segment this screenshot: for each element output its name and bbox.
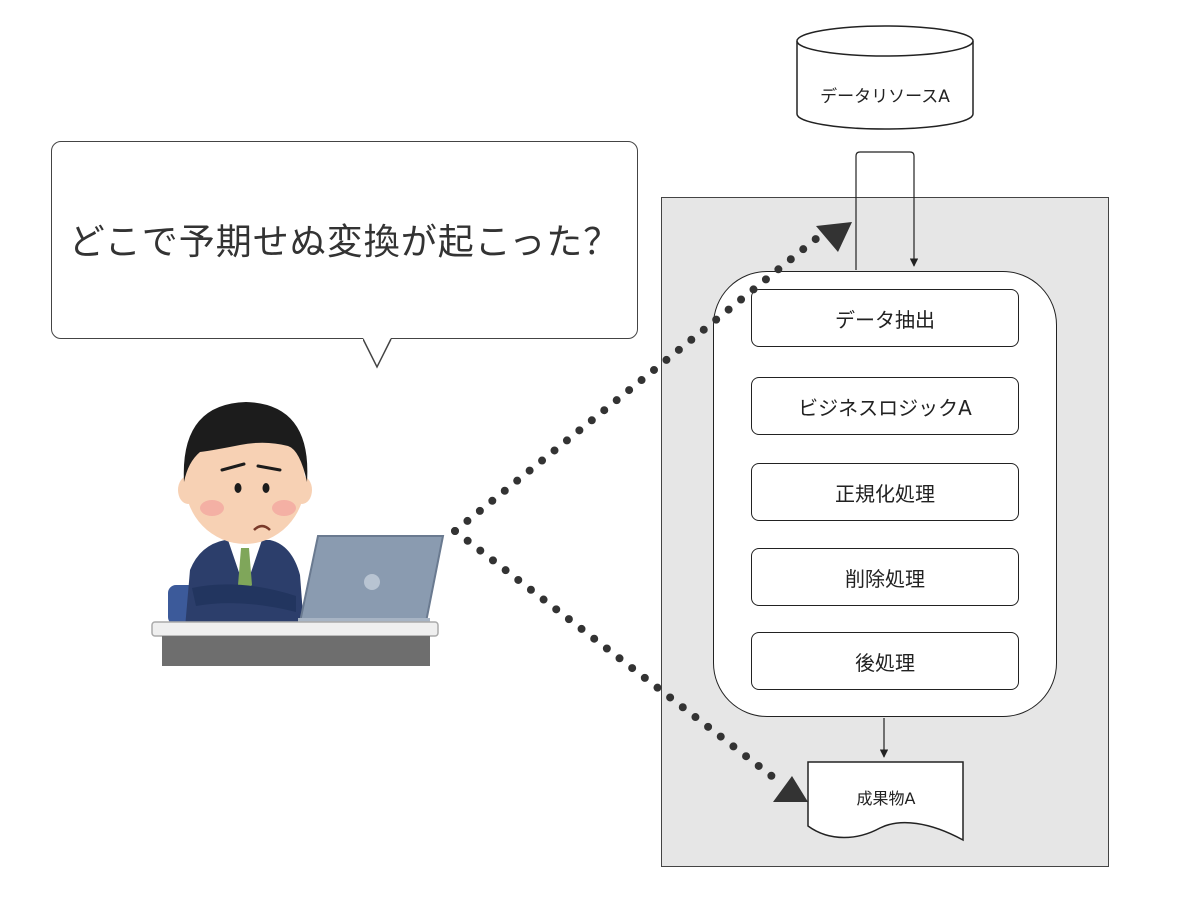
dotted-arrow-up <box>451 222 852 535</box>
step-label: 削除処理 <box>845 566 925 591</box>
speech-bubble-tail <box>363 338 392 369</box>
step-post-processing: 後処理 <box>751 632 1019 690</box>
step-label: ビジネスロジックA <box>798 395 972 420</box>
step-deletion: 削除処理 <box>751 548 1019 606</box>
step-business-logic: ビジネスロジックA <box>751 377 1019 435</box>
dotted-arrow-down <box>451 527 808 802</box>
worried-office-worker-icon <box>151 402 445 666</box>
data-source-label: データリソースA <box>820 87 950 107</box>
database-cylinder-icon <box>796 25 974 130</box>
step-label: データ抽出 <box>835 307 935 332</box>
step-normalization: 正規化処理 <box>751 463 1019 521</box>
speech-text: どこで予期せぬ変換が起こった？ <box>68 222 621 263</box>
step-label: 正規化処理 <box>835 481 935 506</box>
speech-bubble: どこで予期せぬ変換が起こった？ <box>51 141 638 339</box>
step-label: 後処理 <box>855 650 915 675</box>
document-icon <box>807 761 964 842</box>
step-data-extraction: データ抽出 <box>751 289 1019 347</box>
output-label: 成果物A <box>856 789 916 808</box>
connector-db-loop <box>855 151 919 270</box>
